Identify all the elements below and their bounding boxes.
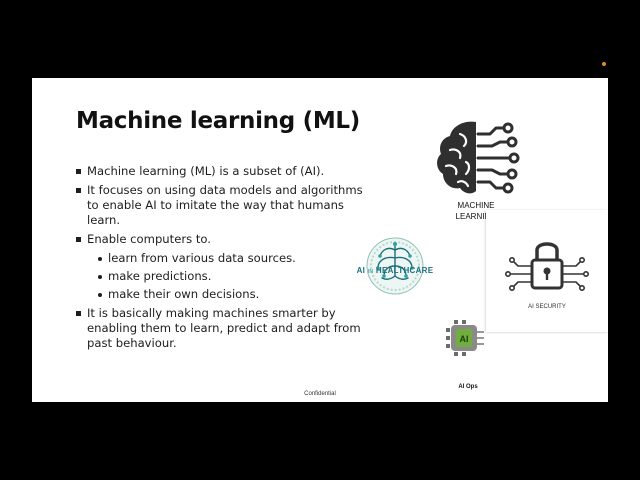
healthcare-image-label: AI IN HEALTHCARE (354, 266, 436, 275)
round-bullet-icon (98, 275, 102, 279)
bullet-text: It is basically making machines smarter … (87, 306, 361, 350)
square-bullet-icon (76, 188, 81, 193)
ml-label-line2: LEARNING (455, 212, 497, 221)
sub-bullet-list: learn from various data sources. make pr… (76, 251, 376, 302)
brain-tree-icon (366, 237, 424, 295)
slide-title: Machine learning (ML) (76, 108, 360, 134)
brain-circuit-icon (437, 121, 520, 194)
aiops-badge-text: AI (460, 334, 469, 344)
gear-ai-icon: AI (446, 320, 484, 356)
sub-bullet-text: make predictions. (108, 269, 212, 283)
security-image-card: AI SECURITY (486, 210, 608, 332)
status-indicator-dot (602, 62, 606, 66)
bullet-item: Enable computers to. (76, 232, 376, 247)
healthcare-label-in: IN (367, 269, 374, 275)
square-bullet-icon (76, 237, 81, 242)
sub-bullet-item: make predictions. (76, 269, 376, 284)
sub-bullet-text: make their own decisions. (108, 287, 260, 301)
presentation-slide: Machine learning (ML) Machine learning (… (32, 78, 608, 402)
sub-bullet-item: make their own decisions. (76, 287, 376, 302)
confidential-footer: Confidential (304, 391, 336, 397)
bullet-list: Machine learning (ML) is a subset of (AI… (76, 164, 376, 355)
square-bullet-icon (76, 169, 81, 174)
ml-label-line1: MACHINE (457, 201, 495, 210)
bullet-item: It is basically making machines smarter … (76, 306, 376, 351)
aiops-image-label: AI Ops (458, 384, 478, 390)
security-image-label: AI SECURITY (528, 304, 566, 310)
sub-bullet-item: learn from various data sources. (76, 251, 376, 266)
bullet-text: Machine learning (ML) is a subset of (AI… (87, 164, 325, 178)
bullet-text: It focuses on using data models and algo… (87, 183, 363, 227)
ml-image-label: MACHINE LEARNING (426, 200, 526, 222)
square-bullet-icon (76, 311, 81, 316)
padlock-circuit-icon (504, 242, 590, 291)
healthcare-label-rest: HEALTHCARE (375, 266, 434, 275)
bullet-item: It focuses on using data models and algo… (76, 183, 376, 228)
bullet-item: Machine learning (ML) is a subset of (AI… (76, 164, 376, 179)
round-bullet-icon (98, 257, 102, 261)
sub-bullet-text: learn from various data sources. (108, 251, 296, 265)
round-bullet-icon (98, 293, 102, 297)
healthcare-label-ai: AI (356, 266, 366, 275)
bullet-text: Enable computers to. (87, 232, 211, 246)
